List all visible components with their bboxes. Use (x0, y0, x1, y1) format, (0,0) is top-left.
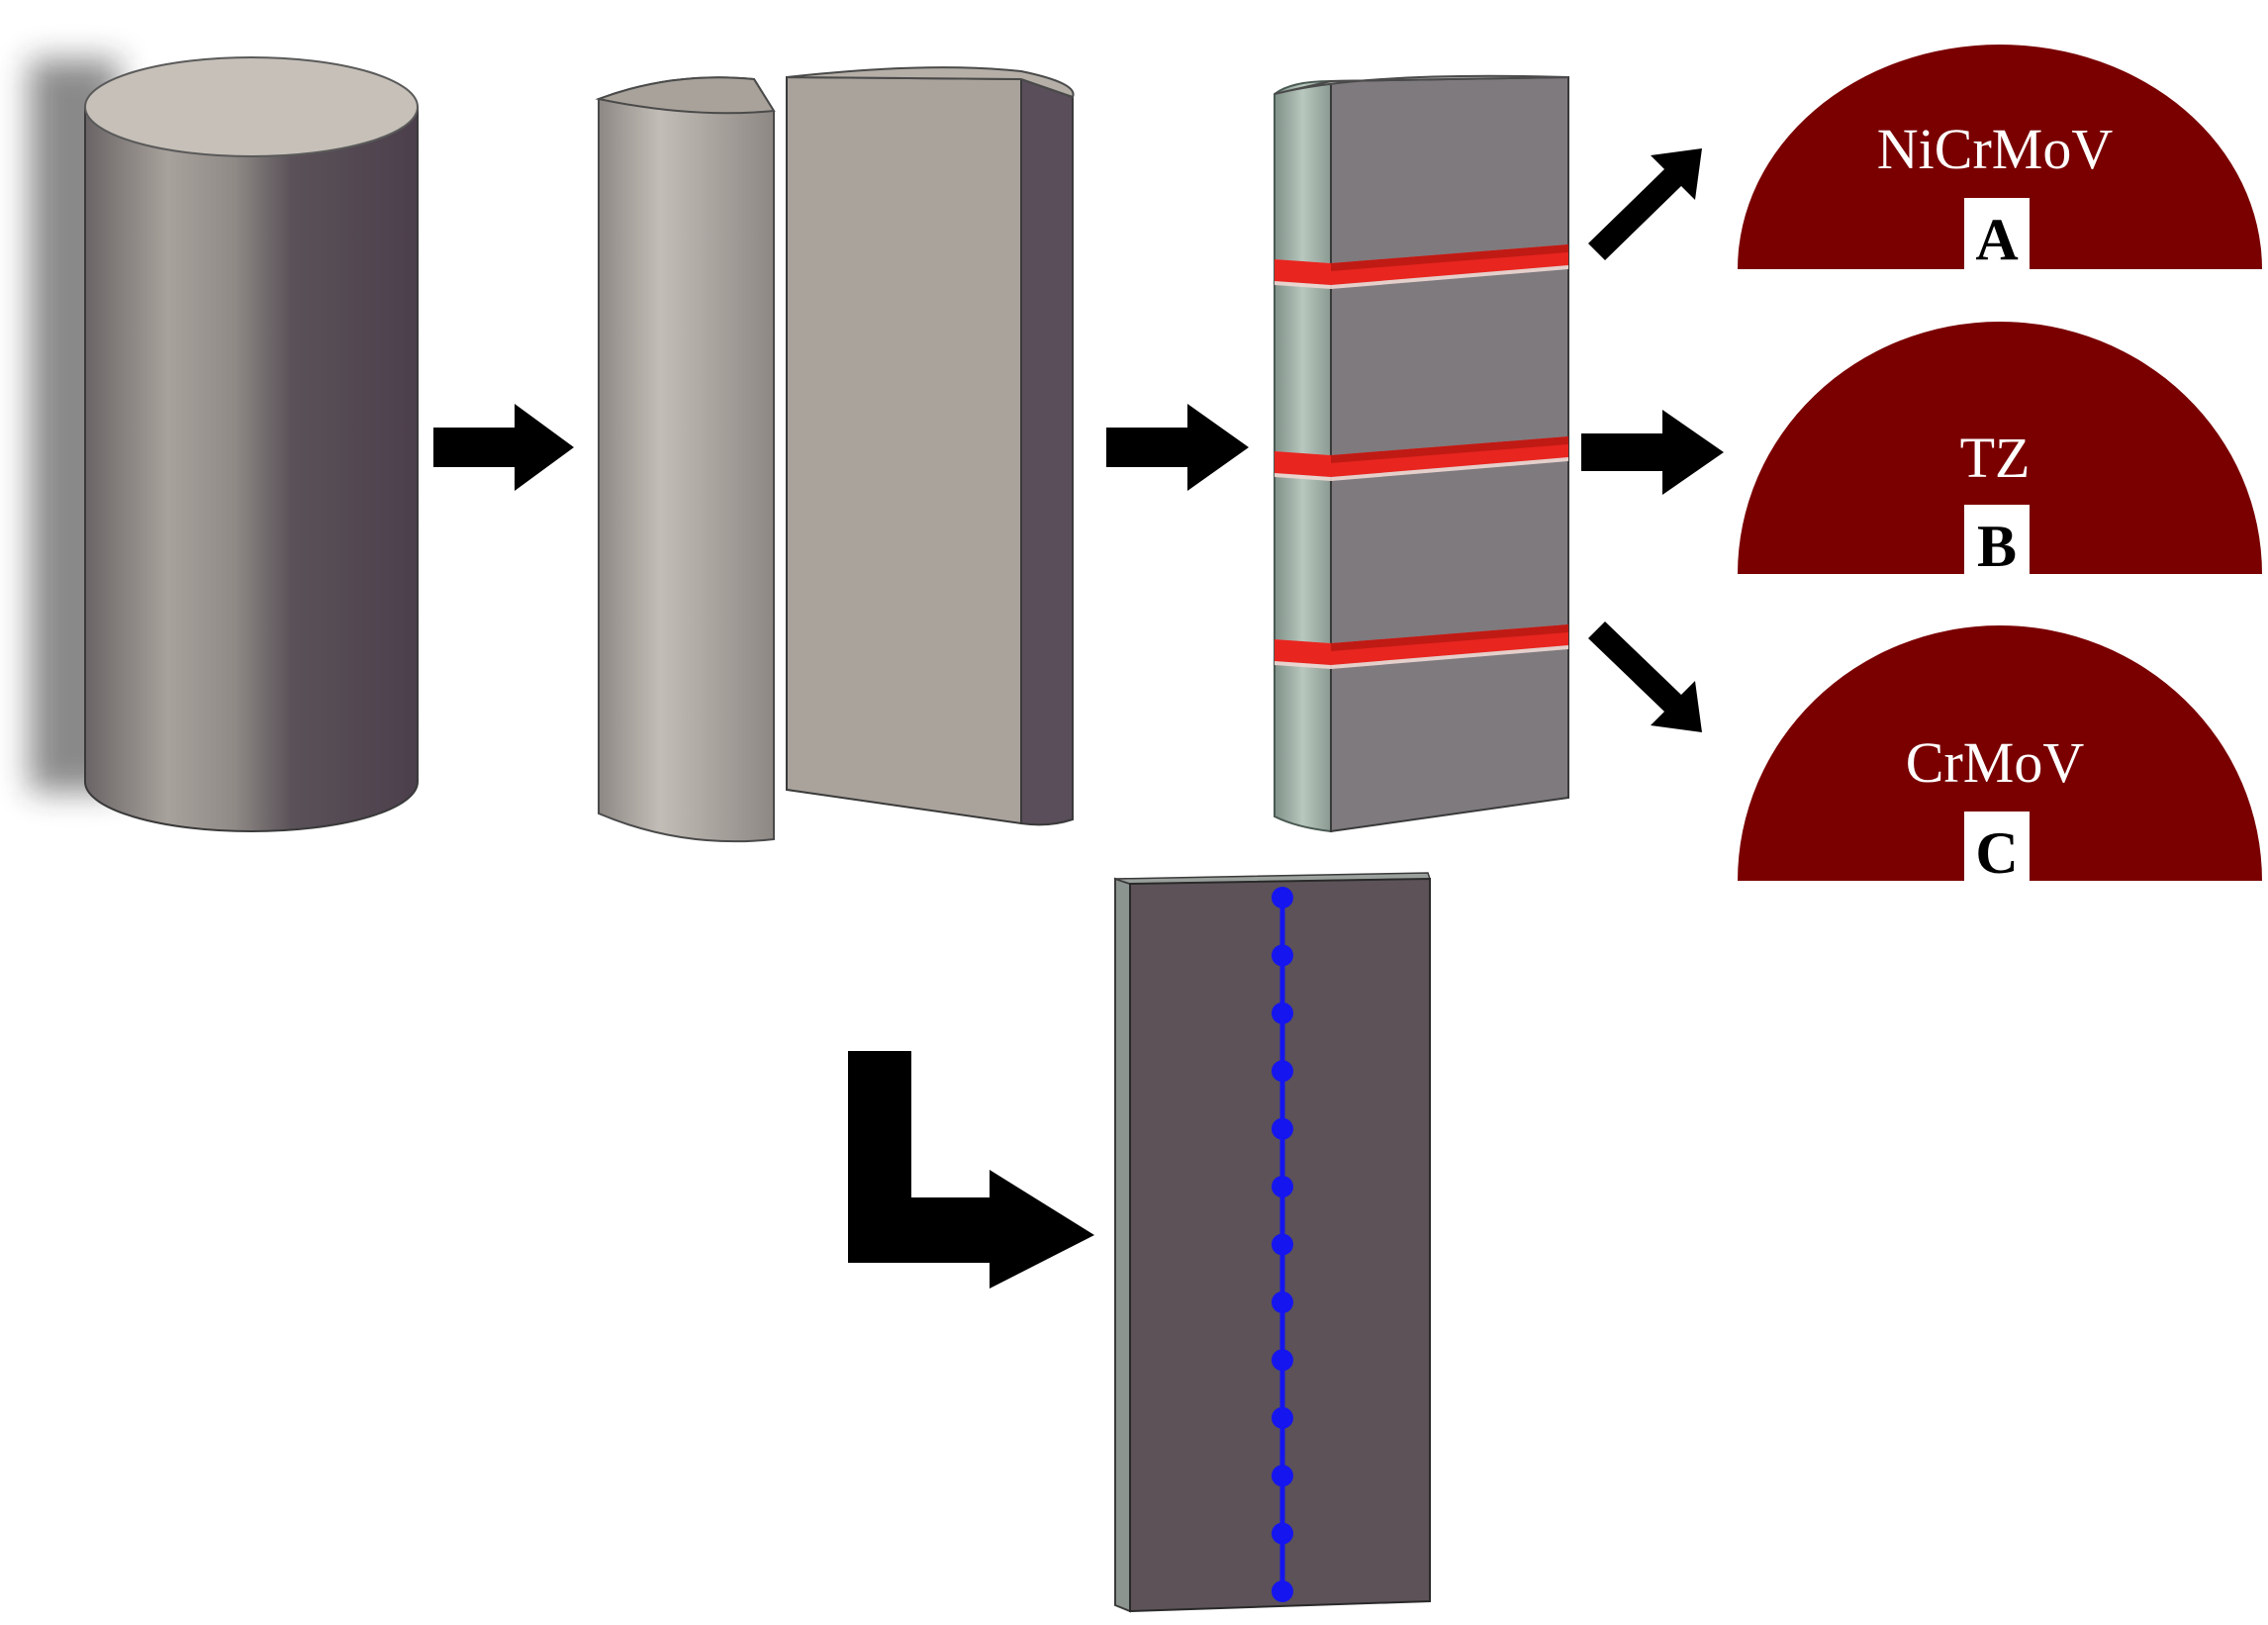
sample-c-semicircle (1738, 625, 2262, 881)
cut-band-c (1275, 624, 1568, 669)
measurement-point (1272, 944, 1293, 967)
sample-b-name: TZ (1960, 426, 2031, 490)
cut-band-b (1275, 436, 1568, 481)
sample-b-letter: B (1977, 514, 2017, 579)
measurement-point (1272, 1002, 1293, 1024)
measurement-point (1272, 1176, 1293, 1198)
arrow-l-shaped (848, 1051, 1094, 1289)
half-cylinder-left (598, 76, 775, 843)
measurement-point (1272, 887, 1293, 908)
measurement-point (1272, 1349, 1293, 1372)
sample-a-semicircle (1738, 45, 2262, 269)
measurement-point (1272, 1580, 1293, 1602)
arrow-right-3 (1581, 410, 1724, 495)
arrow-up-right (1588, 148, 1702, 260)
sample-b-letter-box (1964, 505, 2030, 574)
section-side-face (1114, 877, 1131, 1613)
arrow-down-right (1588, 621, 1702, 732)
arrow-right-2 (1106, 404, 1249, 491)
measurement-point (1272, 1233, 1293, 1256)
sample-b: TZ B (1738, 322, 2262, 579)
cylinder-body (84, 106, 419, 832)
cylinder-specimen (30, 56, 419, 832)
measurement-point (1272, 1117, 1293, 1140)
sample-c-letter-box (1964, 812, 2030, 881)
block-top-face (786, 66, 1075, 99)
sample-c-letter: C (1975, 820, 2018, 886)
sample-c-name: CrMoV (1906, 730, 2085, 795)
sample-a-letter-box (1964, 198, 2030, 269)
sample-c: CrMoV C (1738, 625, 2262, 886)
measurement-points (1272, 887, 1293, 1602)
sample-a: NiCrMoV A (1738, 45, 2262, 272)
cross-section-with-measurement-line (1114, 872, 1432, 1613)
strip-top-face (1274, 74, 1569, 95)
arrow-right-1 (433, 404, 574, 491)
half-cylinder-left-top (595, 76, 776, 115)
cut-cylinder-halves (595, 66, 1075, 843)
sample-a-name: NiCrMoV (1877, 117, 2114, 181)
cut-band-a (1275, 244, 1568, 289)
sample-a-letter: A (1975, 207, 2018, 272)
block-side-face (1020, 77, 1074, 826)
measurement-point (1272, 1465, 1293, 1487)
measurement-point (1272, 1406, 1293, 1429)
measurement-point (1272, 1290, 1293, 1313)
measurement-point (1272, 1522, 1293, 1545)
block-front-face (786, 75, 1022, 825)
sectioned-strip (1274, 74, 1569, 833)
cylinder-top (84, 56, 419, 157)
sample-b-semicircle (1738, 322, 2262, 574)
measurement-point (1272, 1060, 1293, 1083)
